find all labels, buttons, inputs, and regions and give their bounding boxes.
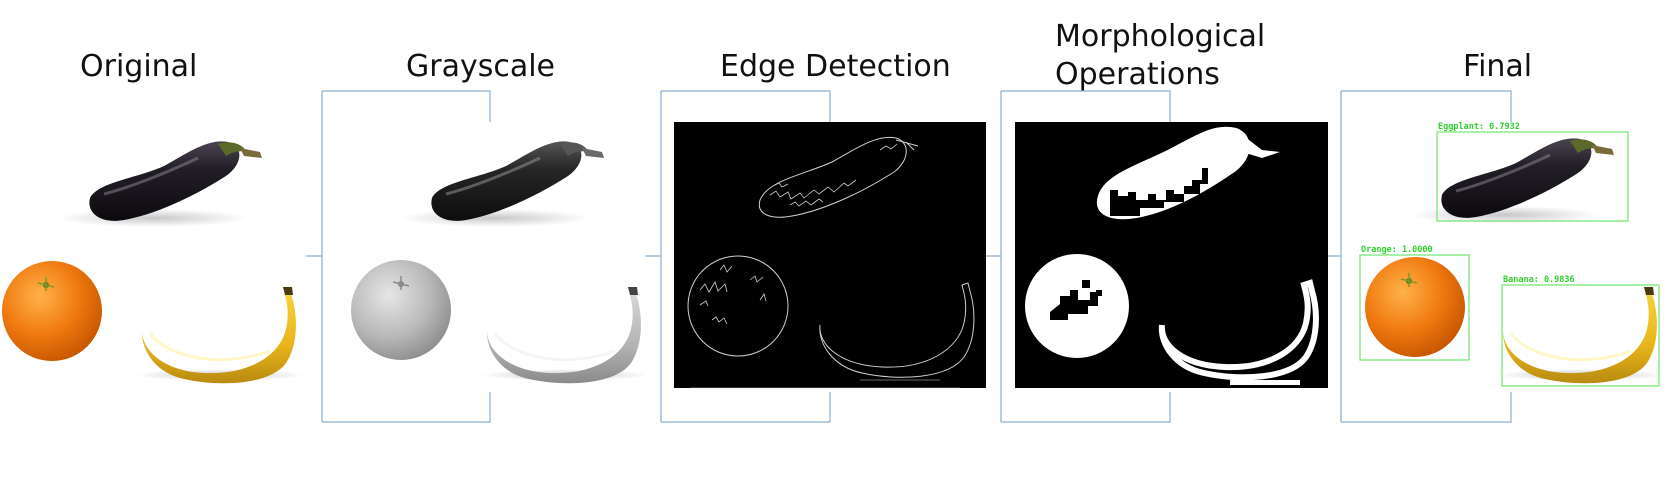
stage-title-edge-detection: Edge Detection [720, 49, 951, 84]
stage-morph-image [1015, 122, 1328, 388]
banana-detection-label: Banana: 0.9836 [1503, 275, 1575, 285]
stage-title-grayscale: Grayscale [406, 49, 556, 84]
banana-final-image [1494, 285, 1668, 385]
eggplant-detection-box [1436, 131, 1629, 222]
stage-edge-image [674, 122, 986, 389]
stage-title-original: Original [80, 49, 198, 84]
orange-gray-image [350, 259, 452, 361]
stage-original-image [1, 139, 307, 385]
eggplant-gray-image [398, 139, 606, 229]
banana-mask [1158, 279, 1319, 381]
pipeline-connectors [306, 90, 1512, 423]
connector-grayscale-edge [645, 90, 831, 423]
eggplant-final-image [1408, 136, 1616, 226]
orange-image [1, 260, 103, 362]
stage-title-final: Final [1463, 49, 1533, 84]
stage-grayscale-image [350, 139, 652, 385]
stage-title-morphological-operations: Morphological Operations [1055, 19, 1266, 92]
banana-detection-box [1501, 284, 1660, 387]
banana-gray-image [478, 285, 652, 385]
connector-morph-final [1325, 90, 1512, 423]
banana-image [133, 285, 307, 385]
stage-final-image: Eggplant: 0.7932 Orange: 1.0000 Banana: … [1359, 122, 1668, 387]
orange-edges [687, 255, 789, 357]
eggplant-image [56, 139, 264, 229]
orange-detection-box [1359, 254, 1470, 361]
banana-edges [819, 282, 975, 378]
eggplant-detection-label: Eggplant: 0.7932 [1438, 122, 1520, 132]
orange-final-image [1364, 256, 1466, 358]
eggplant-edges [758, 136, 907, 218]
connector-edge-morph [985, 90, 1171, 423]
orange-detection-label: Orange: 1.0000 [1361, 245, 1433, 255]
connector-original-grayscale [306, 90, 491, 423]
